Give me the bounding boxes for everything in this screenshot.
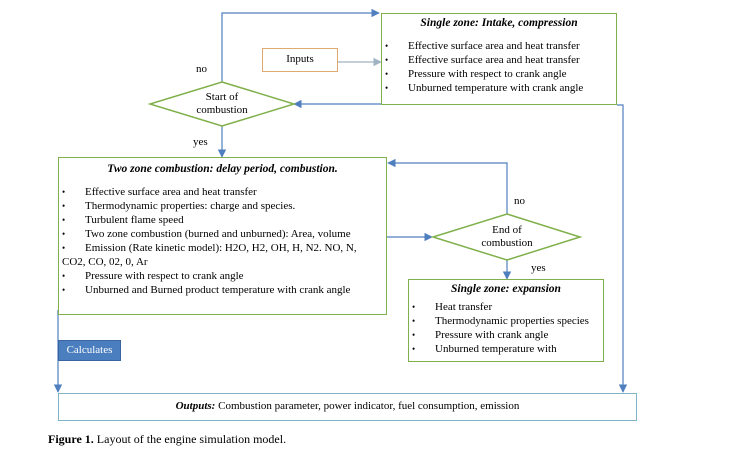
caption-text: Layout of the engine simulation model. [93, 432, 287, 446]
end-decision-text: End of combustion [457, 224, 557, 250]
list-item: Effective surface area and heat transfer [59, 185, 386, 199]
list-item: Pressure with respect to crank angle [382, 67, 616, 81]
intake-box-title: Single zone: Intake, compression [420, 17, 578, 29]
two-zone-combustion-box: Two zone combustion: delay period, combu… [58, 157, 387, 315]
connector-intake-to-outputs [617, 104, 628, 393]
emission-continuation: CO2, CO, 02, 0, Ar [62, 256, 148, 268]
list-item: Effective surface area and heat transfer [382, 39, 616, 53]
intake-compression-box: Single zone: Intake, compression Effecti… [381, 13, 617, 105]
two-zone-box-list: Effective surface area and heat transfer… [59, 185, 386, 297]
list-item: Unburned and Burned product temperature … [59, 283, 386, 297]
figure-caption: Figure 1. Layout of the engine simulatio… [48, 432, 286, 446]
end-no-label: no [514, 195, 525, 207]
list-item: Heat transfer [409, 300, 603, 314]
list-item: Thermodynamic properties: charge and spe… [59, 199, 386, 213]
end-combustion-decision [430, 213, 583, 261]
list-item: Unburned temperature with [409, 342, 603, 356]
start-decision-text: Start of combustion [172, 91, 272, 117]
list-item: Pressure with respect to crank angle [59, 269, 386, 283]
list-item: Pressure with crank angle [409, 328, 603, 342]
connector-no-to-intake [221, 8, 380, 82]
list-item-continuation: CO2, CO, 02, 0, Ar [59, 255, 386, 269]
connector-no-to-two-zone [387, 158, 508, 214]
list-item: Emission (Rate kinetic model): H2O, H2, … [59, 241, 386, 255]
list-item: Two zone combustion (burned and unburned… [59, 227, 386, 241]
two-zone-box-title: Two zone combustion: delay period, combu… [107, 163, 338, 175]
outputs-text: Combustion parameter, power indicator, f… [215, 400, 520, 412]
list-item: Thermodynamic properties species [409, 314, 603, 328]
list-item: Turbulent flame speed [59, 213, 386, 227]
caption-label: Figure 1. [48, 432, 94, 446]
end-yes-label: yes [531, 262, 546, 274]
end-decision-line2: combustion [481, 237, 533, 249]
start-decision-line1: Start of [205, 91, 239, 103]
outputs-label: Outputs: [175, 400, 216, 412]
outputs-box: Outputs: Combustion parameter, power ind… [58, 393, 637, 421]
expansion-box: Single zone: expansion Heat transfer The… [408, 279, 604, 362]
start-yes-label: yes [193, 136, 208, 148]
list-item: Unburned temperature with crank angle [382, 81, 616, 95]
list-item: Effective surface area and heat transfer [382, 53, 616, 67]
intake-box-list: Effective surface area and heat transfer… [382, 39, 616, 95]
expansion-box-list: Heat transfer Thermodynamic properties s… [409, 300, 603, 356]
start-no-label: no [196, 63, 207, 75]
inputs-label: Inputs [286, 53, 314, 65]
expansion-box-title: Single zone: expansion [451, 283, 561, 295]
inputs-box: Inputs [262, 48, 338, 72]
start-decision-line2: combustion [196, 104, 248, 116]
start-combustion-decision [147, 81, 297, 127]
calculates-button[interactable]: Calculates [58, 340, 121, 361]
end-decision-line1: End of [492, 224, 522, 236]
